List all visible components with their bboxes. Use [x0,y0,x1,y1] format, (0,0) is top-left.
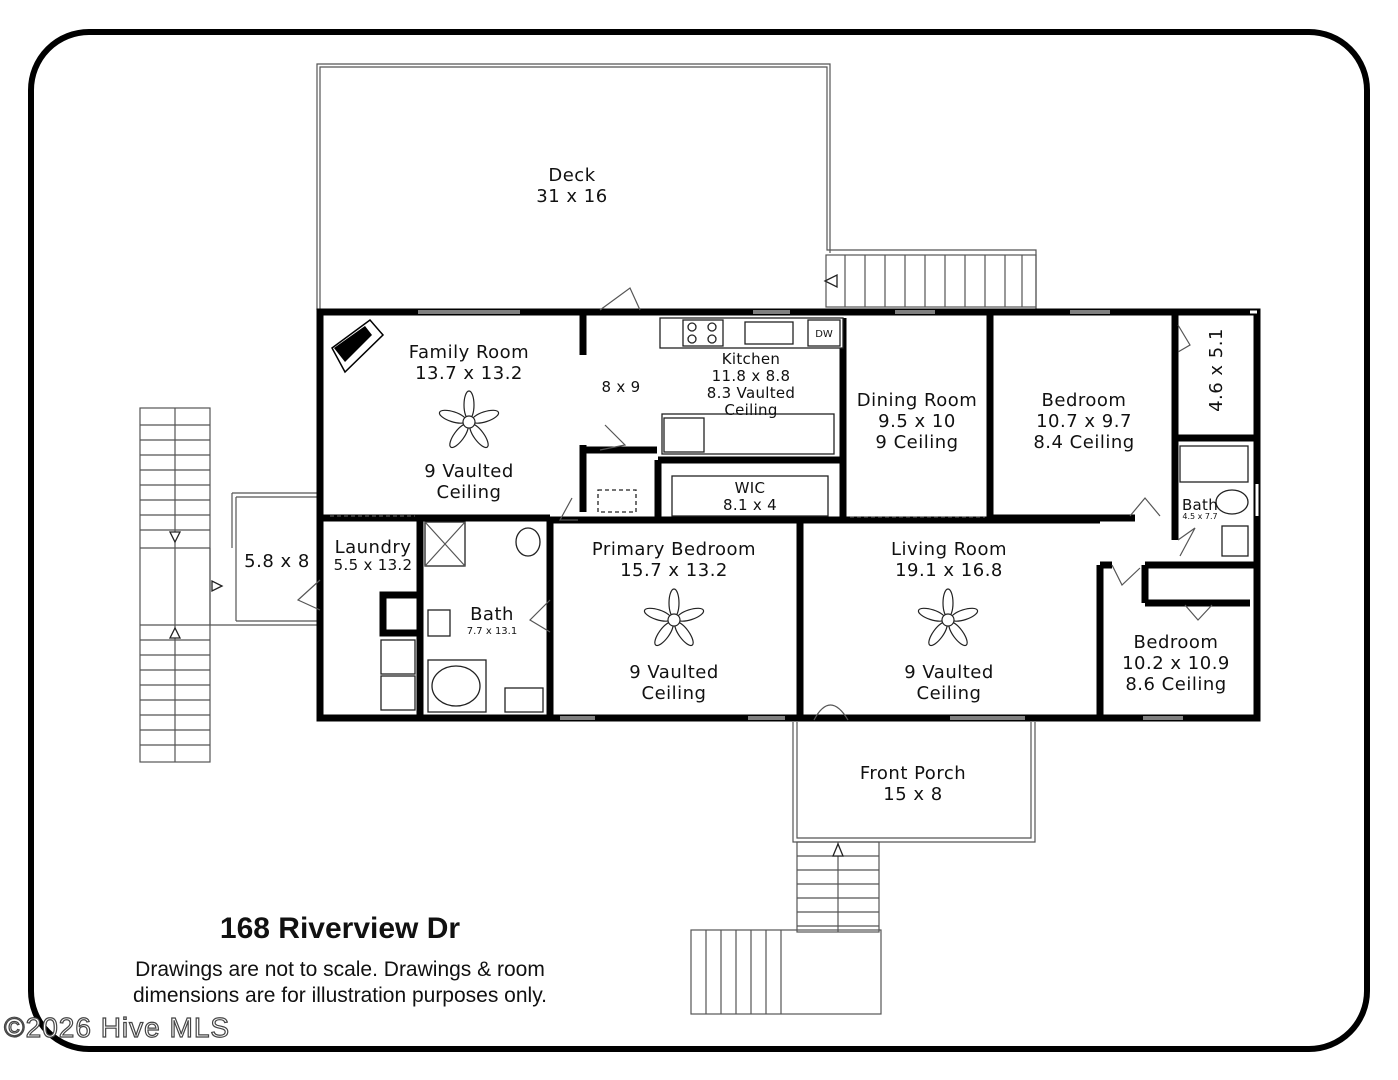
fireplace-icon [331,318,385,374]
family-room-label: Family Room [409,342,529,363]
front-porch [690,722,1036,1015]
bath-primary-label: Bath [470,604,514,625]
bath-small-label: Bath [1182,496,1218,514]
bedroom-se-dims: 10.2 x 10.9 [1122,653,1230,674]
disclaimer-line-2: dimensions are for illustration purposes… [133,984,547,1007]
kitchen-ceiling-2: Ceiling [724,401,777,419]
disclaimer: Drawings are not to scale. Drawings & ro… [70,957,610,1009]
bath-fixtures [424,445,1249,713]
kitchen-counters [659,317,844,455]
window-lines [418,311,1183,719]
family-room-ceiling: 9 Vaulted [424,461,514,482]
landing-dims: 5.8 x 8 [244,551,310,572]
laundry-label: Laundry [335,537,412,558]
front-porch-label: Front Porch [860,763,966,784]
ceiling-fan-icon [438,390,500,449]
page-frame [28,29,1370,1052]
living-room-dims: 19.1 x 16.8 [895,560,1003,581]
living-room-ceiling-2: Ceiling [917,683,982,704]
side-stairs [139,407,318,763]
bedroom-se-label: Bedroom [1134,632,1219,653]
living-room-ceiling: 9 Vaulted [904,662,994,683]
primary-bedroom-ceiling-2: Ceiling [642,683,707,704]
deck-stairs [823,254,1037,308]
bedroom-ne-ceiling: 8.4 Ceiling [1033,432,1134,453]
wic-shelving [671,475,829,517]
hall-dims: 8 x 9 [602,378,641,396]
watermark: ©2026 Hive MLS [3,1011,231,1043]
ceiling-fan-icon [917,588,979,647]
dining-room-ceiling: 9 Ceiling [875,432,958,453]
family-room-dims: 13.7 x 13.2 [415,363,523,384]
wic-dims: 8.1 x 4 [723,496,777,514]
doors [296,287,1213,721]
primary-bedroom-label: Primary Bedroom [592,539,756,560]
dining-room-label: Dining Room [857,390,978,411]
bedroom-ne-dims: 10.7 x 9.7 [1036,411,1132,432]
room-labels: Deck 31 x 16 Family Room 13.7 x 13.2 9 V… [244,165,1230,805]
bedroom-se-ceiling: 8.6 Ceiling [1125,674,1226,695]
deck-label: Deck [548,165,595,186]
kitchen-dims: 11.8 x 8.8 [712,367,791,385]
ceiling-fan-icon [643,588,705,647]
deck-dims: 31 x 16 [536,186,607,207]
wic-label: WIC [735,479,766,497]
primary-bedroom-dims: 15.7 x 13.2 [620,560,728,581]
dishwasher-label: DW [815,329,833,340]
kitchen-label: Kitchen [722,350,780,368]
front-porch-dims: 15 x 8 [883,784,942,805]
property-address: 168 Riverview Dr [219,912,461,945]
laundry-dims: 5.5 x 13.2 [334,556,413,574]
living-room-label: Living Room [891,539,1007,560]
bedroom-ne-label: Bedroom [1042,390,1127,411]
bath-primary-dims: 7.7 x 13.1 [467,626,517,637]
dining-room-dims: 9.5 x 10 [878,411,956,432]
family-room-ceiling-2: Ceiling [437,482,502,503]
closet-ne-dims: 4.6 x 5.1 [1206,328,1227,412]
deck [316,63,1037,310]
bath-small-dims: 4.5 x 7.7 [1182,512,1217,521]
primary-bedroom-ceiling: 9 Vaulted [629,662,719,683]
disclaimer-line-1: Drawings are not to scale. Drawings & ro… [135,958,545,981]
kitchen-ceiling: 8.3 Vaulted [707,384,796,402]
laundry-appliances [380,489,637,711]
